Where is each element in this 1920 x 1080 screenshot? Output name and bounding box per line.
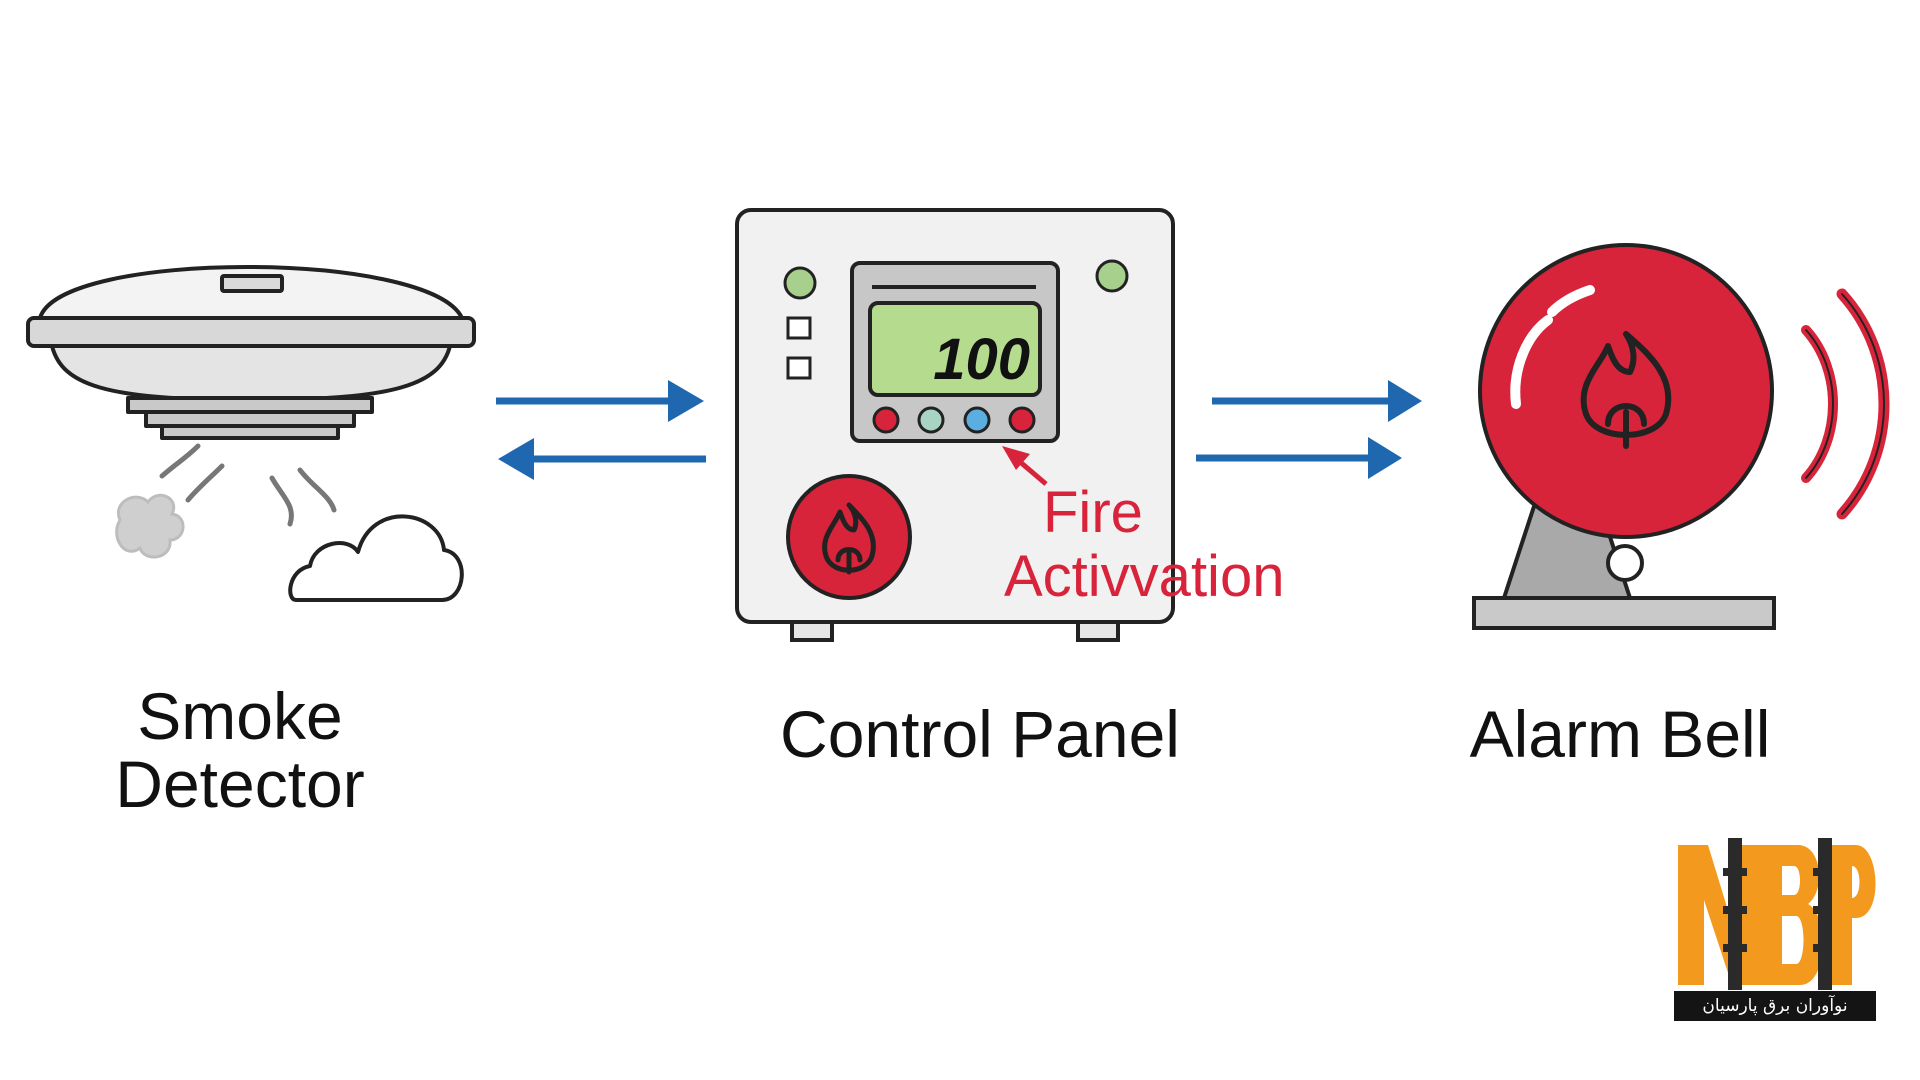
panel-button-teal bbox=[917, 406, 945, 434]
panel-fire-button bbox=[786, 474, 912, 600]
indicator-square-2 bbox=[786, 356, 812, 380]
control-panel-icon: 100 bbox=[735, 208, 1175, 642]
smoke-cloud-icon bbox=[288, 514, 464, 602]
smoke-detector-label: Smoke Detector bbox=[40, 682, 440, 818]
indicator-light-green-right bbox=[1095, 259, 1129, 293]
panel-button-red-2 bbox=[1008, 406, 1036, 434]
arrow-detector-to-panel bbox=[496, 380, 704, 422]
arrow-panel-to-bell-lower bbox=[1196, 437, 1402, 479]
smoke-detector-label-line1: Smoke bbox=[137, 679, 343, 753]
flame-icon bbox=[822, 502, 876, 575]
smoke-puff-icon bbox=[115, 493, 185, 559]
lcd-value: 100 bbox=[933, 327, 1030, 392]
smoke-wisp-icon bbox=[159, 443, 337, 527]
bell-flame-icon bbox=[1580, 331, 1672, 449]
sound-wave-icon bbox=[1801, 288, 1890, 520]
indicator-square-1 bbox=[786, 316, 812, 340]
annotation-pointer-arrow bbox=[1002, 446, 1048, 486]
panel-button-red-1 bbox=[872, 406, 900, 434]
control-panel-label: Control Panel bbox=[780, 697, 1180, 771]
logo-caption: نوآوران برق پارسیان bbox=[1702, 996, 1848, 1016]
alarm-bell-label: Alarm Bell bbox=[1469, 697, 1771, 771]
lcd-screen bbox=[868, 301, 1042, 397]
arrow-panel-to-detector bbox=[498, 438, 706, 480]
smoke-detector-icon bbox=[26, 265, 476, 440]
nbp-logo bbox=[1674, 838, 1876, 1021]
alarm-bell-icon bbox=[1472, 243, 1776, 630]
smoke-detector-label-line2: Detector bbox=[115, 747, 365, 821]
fire-activation-annotation-line2: Activvation bbox=[1004, 544, 1285, 609]
indicator-light-green-left bbox=[783, 266, 817, 300]
arrow-panel-to-bell-upper bbox=[1212, 380, 1422, 422]
panel-button-blue bbox=[963, 406, 991, 434]
fire-activation-annotation-line1: Fire bbox=[1043, 480, 1143, 545]
